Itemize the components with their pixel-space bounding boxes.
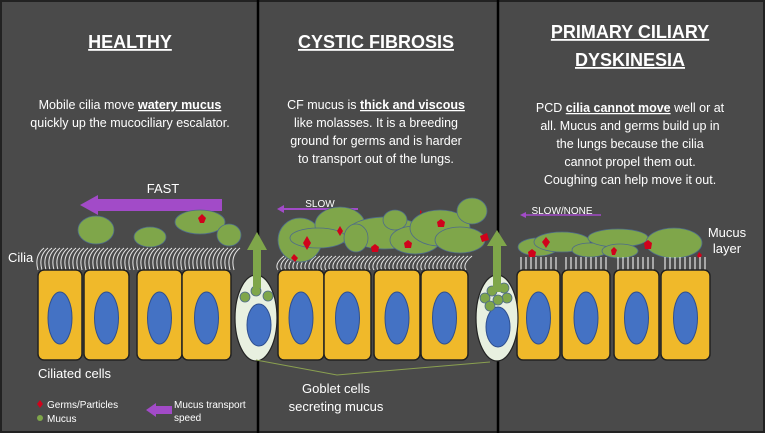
cf-title: CYSTIC FIBROSIS	[298, 32, 454, 52]
pcd-title-line1: PRIMARY CILIARY	[551, 22, 709, 42]
pcd-cilia-icon	[520, 257, 706, 270]
legend-mucus: Mucus	[47, 414, 76, 425]
legend-speed-line2: speed	[174, 413, 201, 424]
pcd-text-line4: cannot propel them out.	[564, 155, 695, 169]
nucleus	[147, 291, 172, 345]
slow-none-label: SLOW/NONE	[531, 206, 592, 217]
healthy-title: HEALTHY	[88, 32, 172, 52]
mucus-layer-label-line2: layer	[713, 241, 742, 256]
nucleus	[526, 291, 551, 345]
pcd-germs	[528, 237, 702, 259]
ciliated-cells	[37, 269, 711, 361]
cf-germs	[291, 210, 489, 262]
fast-label: FAST	[147, 181, 180, 196]
pcd-text-line1: PCD cilia cannot move well or at	[536, 101, 725, 115]
pcd-title-line2: DYSKINESIA	[575, 50, 685, 70]
nucleus	[194, 291, 219, 345]
germ-icon	[198, 214, 206, 223]
nucleus	[94, 291, 119, 345]
nucleus	[384, 291, 410, 345]
goblet-label-line1: Goblet cells	[302, 381, 370, 396]
legend: Germs/Particles Mucus Mucus transport sp…	[37, 400, 246, 425]
secretion-arrow-icon	[487, 230, 507, 292]
nucleus	[624, 291, 649, 345]
nucleus	[573, 291, 599, 345]
ciliated-cells-label: Ciliated cells	[38, 366, 111, 381]
pcd-text-line5: Coughing can help move it out.	[544, 173, 716, 187]
fast-arrow-icon	[80, 195, 222, 215]
goblet-cell-2	[475, 230, 519, 362]
speed-legend-arrow-icon	[146, 403, 172, 417]
slow-label: SLOW	[305, 199, 335, 210]
cf-text-line1: CF mucus is thick and viscous	[287, 98, 465, 112]
goblet-cell-1	[234, 232, 278, 362]
germ-legend-icon	[37, 400, 43, 408]
nucleus	[432, 291, 457, 345]
pcd-text-line3: the lungs because the cilia	[556, 137, 703, 151]
legend-speed-line1: Mucus transport	[174, 400, 246, 411]
cf-text-line2: like molasses. It is a breeding	[294, 116, 458, 130]
mucus-legend-icon	[37, 415, 43, 421]
cf-text-line4: to transport out of the lungs.	[298, 152, 454, 166]
healthy-text-line2: quickly up the mucociliary escalator.	[30, 116, 229, 130]
nucleus	[673, 291, 698, 345]
goblet-label-line2: secreting mucus	[289, 399, 384, 414]
cilia-icon	[36, 247, 473, 271]
nucleus	[288, 291, 314, 345]
legend-germs: Germs/Particles	[47, 400, 118, 411]
goblet-pointer-line	[255, 359, 491, 376]
secretion-arrow-icon	[247, 232, 267, 288]
cf-text-line3: ground for germs and is harder	[290, 134, 462, 148]
healthy-text-line1: Mobile cilia move watery mucus	[39, 98, 222, 112]
healthy-mucus	[77, 209, 242, 248]
slow-none-arrow-icon	[520, 212, 601, 218]
nucleus	[335, 291, 360, 345]
nucleus	[47, 291, 73, 345]
mucus-layer-label-line1: Mucus	[708, 225, 747, 240]
pcd-text-line2: all. Mucus and germs build up in	[540, 119, 719, 133]
cilia-label: Cilia	[8, 250, 34, 265]
